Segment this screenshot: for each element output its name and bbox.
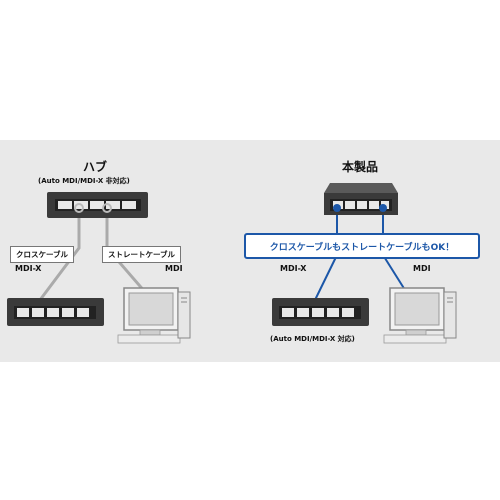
pc-right [383, 287, 457, 344]
pc-left [117, 287, 191, 344]
hub-device [47, 192, 148, 218]
mdix-switch-left [7, 298, 104, 326]
mdix-switch-right [272, 298, 369, 326]
cross-cable-label: クロスケーブル [10, 246, 75, 263]
right-cable-left [314, 212, 338, 301]
left-mdi-label: MDI [165, 264, 183, 273]
right-cable-right [382, 212, 406, 291]
left-mdix-label: MDI-X [15, 264, 42, 273]
cross-cable-line [38, 212, 81, 301]
right-mdix-label: MDI-X [280, 264, 307, 273]
left-subtitle: (Auto MDI/MDI-X 非対応) [38, 177, 130, 185]
compatibility-callout: クロスケーブルもストレートケーブルもOK！ [244, 233, 480, 259]
right-mdi-label: MDI [413, 264, 431, 273]
right-device-caption: (Auto MDI/MDI-X 対応) [270, 335, 355, 343]
left-title: ハブ [83, 160, 108, 174]
right-title: 本製品 [342, 160, 379, 174]
straight-cable-label: ストレートケーブル [102, 246, 182, 263]
product-switch [324, 183, 398, 215]
